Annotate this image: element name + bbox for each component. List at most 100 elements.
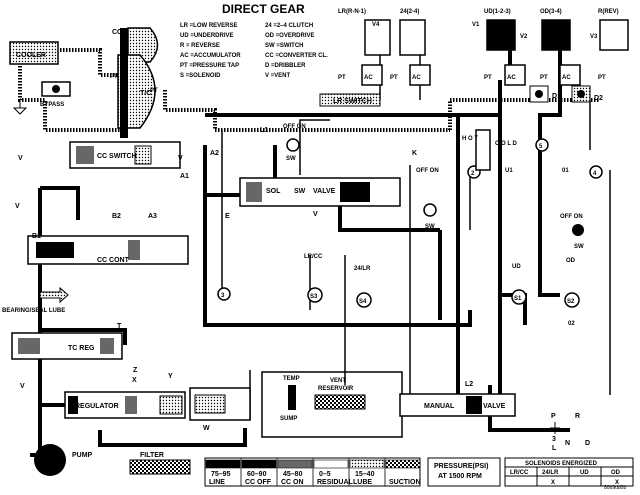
sol-table-h1: 24/LR <box>542 470 559 476</box>
tag-z: Z <box>133 367 138 374</box>
gear-cross-icon <box>550 422 560 434</box>
figure-id: 80b9dd0b <box>604 485 626 490</box>
right-off-on: OFF ON <box>560 214 583 220</box>
tag-a2: A2 <box>210 150 219 157</box>
pump-assembly: PUMP FILTER <box>34 444 191 476</box>
abbr-left-2: R = REVERSE <box>180 43 220 49</box>
tag-u1: U1 <box>505 168 513 174</box>
c24-ac-label: AC <box>412 75 421 81</box>
abbr-right-5: V =VENT <box>265 73 291 79</box>
temp-label: TEMP <box>283 376 300 382</box>
clutch-ud: UD(1-2-3) V1 V2 AC PT <box>472 9 528 86</box>
tc-shaft <box>120 28 128 138</box>
c24-pt-label: PT <box>390 75 398 81</box>
bypass-label: BYPASS <box>40 102 64 108</box>
clutch-lr-label: LR(R-N-1) <box>338 9 366 15</box>
tc-pt-label-2: PT <box>150 88 158 94</box>
tag-01: 01 <box>562 168 569 174</box>
legend-pressure-box <box>427 457 501 487</box>
thermal-valve: H O T C O L D <box>462 129 518 171</box>
od-accumulator <box>559 64 581 86</box>
cooler-label: COOLER <box>16 52 46 59</box>
tc-regulator: TC REG T <box>11 323 123 360</box>
cc-switch-valve: CC SWITCH V V A1 A2 <box>18 141 219 180</box>
legend-name-5: SUCTION <box>389 479 421 486</box>
check-ball-4-label: 4 <box>593 171 597 177</box>
line-passage-left-vertical <box>30 188 42 457</box>
gear-3: 3 <box>552 436 556 443</box>
tag-l2: L2 <box>465 381 473 388</box>
solenoid-s1-icon <box>511 289 527 305</box>
legend-swatch-5 <box>385 459 421 469</box>
tag-a1: A1 <box>180 173 189 180</box>
check-ball-3-label: 3 <box>221 293 225 299</box>
cc-cont-land-1 <box>36 242 74 258</box>
legend-name-4: LUBE <box>353 479 372 486</box>
solenoid-s4-icon <box>356 292 372 308</box>
ud-ac-label: AC <box>507 75 516 81</box>
solenoid-s3-label: S3 <box>310 294 318 300</box>
l1-pressure-switch: L1 OFF ON SW <box>260 124 306 162</box>
bypass-ball-icon <box>52 85 60 93</box>
dribbler-d1-label: D1 <box>552 93 561 100</box>
right-switch-icon <box>572 224 584 236</box>
clutch-rev: R(REV) V3 PT <box>590 9 629 81</box>
cold-label: C O L D <box>495 141 518 147</box>
gear-l: L <box>552 445 557 452</box>
filter-element <box>129 459 191 475</box>
cc-cont-vent: V <box>15 203 20 210</box>
sol-table-h0: LR/CC <box>510 470 529 476</box>
cc-switch-vent: V <box>18 155 23 162</box>
pump-label: PUMP <box>72 452 93 459</box>
sol-sw-vent: V <box>313 211 318 218</box>
cooler: COOLER <box>9 41 59 65</box>
clutch-od: OD(3-4) AC PT <box>540 9 581 86</box>
solenoid-s1-name: UD <box>512 264 521 270</box>
solenoid-s2-icon <box>564 292 580 308</box>
lr-switch-label: LR SWITCH <box>333 98 372 105</box>
lube-passages <box>18 48 600 132</box>
rev-pt-label: PT <box>598 75 606 81</box>
tag-02: 02 <box>568 321 575 327</box>
abbr-left-4: PT =PRESSURE TAP <box>180 63 239 69</box>
legend-name-2: CC ON <box>281 479 304 486</box>
abbr-left-1: UD =UNDERDRIVE <box>180 33 234 39</box>
legend-range-4: 15–40 <box>355 471 375 478</box>
cc-switch-label: CC SWITCH <box>97 153 137 160</box>
clutch-24-label: 24(2-4) <box>400 9 419 15</box>
vent-lines <box>221 45 611 420</box>
lower-sw-label: SW <box>425 224 435 230</box>
abbr-right-1: OD =OVERDRIVE <box>265 33 315 39</box>
clutch-ud-v2: V2 <box>520 34 528 40</box>
c24-accumulator <box>409 64 431 86</box>
abbreviation-list: LR =LOW REVERSE UD =UNDERDRIVE R = REVER… <box>180 23 328 79</box>
manual-valve-label: VALVE <box>483 403 506 410</box>
sw-label: SW <box>294 188 306 195</box>
gear-p: P <box>551 413 556 420</box>
tc-label: T/C <box>140 90 151 97</box>
lube-passage-cooler <box>18 60 120 132</box>
vent-line-l1 <box>299 119 330 175</box>
lube-passage-top-right <box>448 98 600 130</box>
legend-swatch-4 <box>349 459 385 469</box>
vent-reservoir-label-1: VENT <box>330 378 346 384</box>
od-ac-label: AC <box>562 75 571 81</box>
l1-switch-icon <box>286 138 300 152</box>
lower-switch-icon <box>423 203 437 217</box>
clutch-od-label: OD(3-4) <box>540 9 562 15</box>
tc-pt-label: PT <box>110 74 118 80</box>
clutch-24: 24(2-4) AC PT <box>390 9 431 86</box>
diagram-title: DIRECT GEAR <box>222 2 305 16</box>
bypass-valve: BYPASS <box>40 81 71 108</box>
regulator-plug <box>194 394 226 414</box>
cc-switch-vent-2: V <box>178 155 183 162</box>
lr-switch-body <box>319 93 381 107</box>
sol-table-v3: X <box>615 480 619 486</box>
clutch-24-box <box>399 19 426 56</box>
sump-label: SUMP <box>280 416 297 422</box>
abbr-left-5: S =SOLENOID <box>180 73 221 79</box>
sump-area: TEMP SUMP VENT RESERVOIR <box>261 371 403 438</box>
od-pt-label: PT <box>540 75 548 81</box>
abbr-right-3: CC =CONVERTER CL. <box>265 53 328 59</box>
